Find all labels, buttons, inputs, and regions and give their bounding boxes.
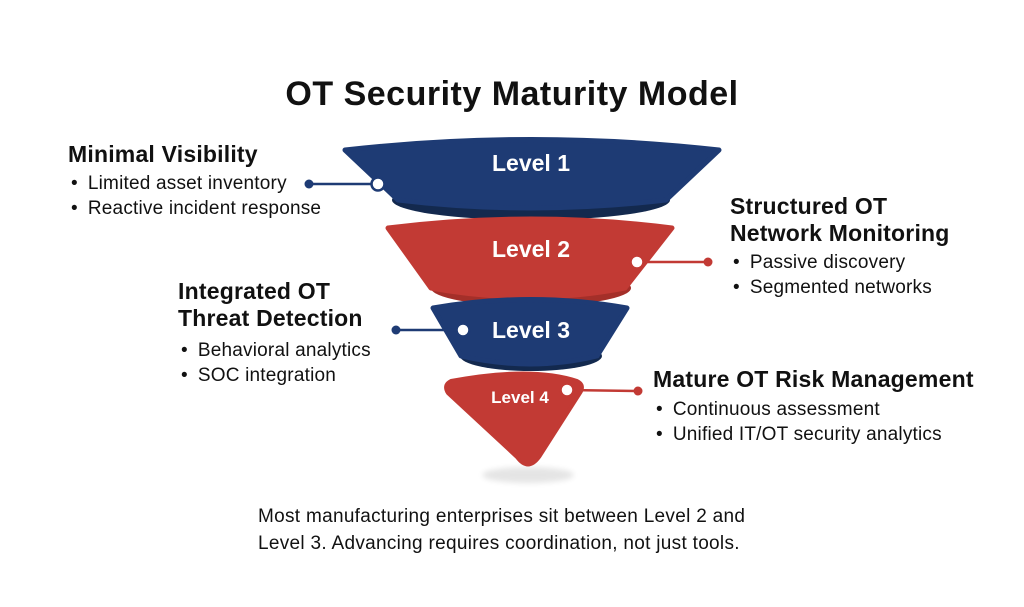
list-item: • Reactive incident response — [68, 196, 368, 221]
list-item: • SOC integration — [178, 363, 458, 388]
footer-line-1: Most manufacturing enterprises sit betwe… — [258, 506, 746, 527]
connector-dot-level-4 — [633, 386, 643, 396]
connector-ring-level-3 — [455, 322, 471, 338]
annotation-level-3-heading: Integrated OT Threat Detection — [178, 278, 458, 332]
funnel-level-4-segment — [444, 371, 584, 467]
list-item: • Behavioral analytics — [178, 338, 458, 363]
footer-caption: Most manufacturing enterprises sit betwe… — [258, 503, 745, 557]
bullet-text: Behavioral analytics — [197, 340, 371, 361]
list-item: • Limited asset inventory — [68, 171, 368, 196]
bullet-dot-icon: • — [733, 277, 740, 298]
list-item: • Unified IT/OT security analytics — [653, 422, 1013, 447]
list-item: • Segmented networks — [730, 275, 1010, 300]
annotation-level-1-heading: Minimal Visibility — [68, 141, 258, 167]
annotation-level-2-bullets: • Passive discovery • Segmented networks — [730, 250, 1010, 300]
funnel-level-1-label: Level 1 — [492, 150, 570, 176]
annotation-level-4-heading: Mature OT Risk Management — [653, 366, 974, 392]
bullet-text: Unified IT/OT security analytics — [672, 424, 942, 445]
bullet-dot-icon: • — [71, 173, 78, 194]
heading-line: Integrated OT — [178, 278, 331, 304]
bullet-text: Passive discovery — [749, 252, 906, 273]
bullet-text: SOC integration — [197, 365, 337, 386]
funnel-level-2-segment — [385, 216, 675, 300]
bullet-dot-icon: • — [181, 365, 188, 386]
funnel-level-3-label: Level 3 — [492, 317, 570, 343]
connector-dot-level-3 — [391, 325, 401, 335]
connector-ring-level-4 — [559, 382, 575, 398]
connector-ring-level-1 — [370, 176, 386, 192]
list-item: • Passive discovery — [730, 250, 1010, 275]
connector-ring-level-2 — [629, 254, 645, 270]
connector-dot-level-1 — [304, 179, 314, 189]
bullet-text: Reactive incident response — [87, 198, 322, 219]
annotation-level-2-heading: Structured OT Network Monitoring — [730, 193, 1010, 247]
funnel-level-2-label: Level 2 — [492, 236, 570, 262]
heading-line: Structured OT — [730, 193, 888, 219]
bullet-text: Continuous assessment — [672, 399, 880, 420]
funnel-level-4-label: Level 4 — [491, 388, 549, 407]
heading-line: Threat Detection — [178, 305, 363, 331]
annotation-level-1: Minimal Visibility • Limited asset inven… — [68, 141, 368, 221]
bullet-dot-icon: • — [181, 340, 188, 361]
list-item: • Continuous assessment — [653, 397, 1013, 422]
funnel-level-3-segment — [430, 297, 630, 367]
annotation-level-2: Structured OT Network Monitoring • Passi… — [730, 193, 1010, 300]
bullet-dot-icon: • — [656, 424, 663, 445]
annotation-level-4-bullets: • Continuous assessment • Unified IT/OT … — [653, 397, 1013, 447]
funnel-tip-shadow — [482, 467, 574, 483]
annotation-level-3: Integrated OT Threat Detection • Behavio… — [178, 278, 458, 388]
annotation-level-3-bullets: • Behavioral analytics • SOC integration — [178, 338, 458, 388]
annotation-level-4: Mature OT Risk Management • Continuous a… — [653, 366, 1013, 447]
bullet-dot-icon: • — [656, 399, 663, 420]
connector-dot-level-2 — [703, 257, 713, 267]
footer-line-2: Level 3. Advancing requires coordination… — [258, 533, 740, 554]
bullet-dot-icon: • — [71, 198, 78, 219]
bullet-text: Limited asset inventory — [87, 173, 287, 194]
page-title: OT Security Maturity Model — [285, 74, 739, 113]
connector-line-level-4 — [566, 388, 639, 393]
annotation-level-1-bullets: • Limited asset inventory • Reactive inc… — [68, 171, 368, 221]
heading-line: Network Monitoring — [730, 220, 950, 246]
bullet-text: Segmented networks — [749, 277, 932, 298]
funnel-level-1-segment — [342, 137, 722, 211]
bullet-dot-icon: • — [733, 252, 740, 273]
